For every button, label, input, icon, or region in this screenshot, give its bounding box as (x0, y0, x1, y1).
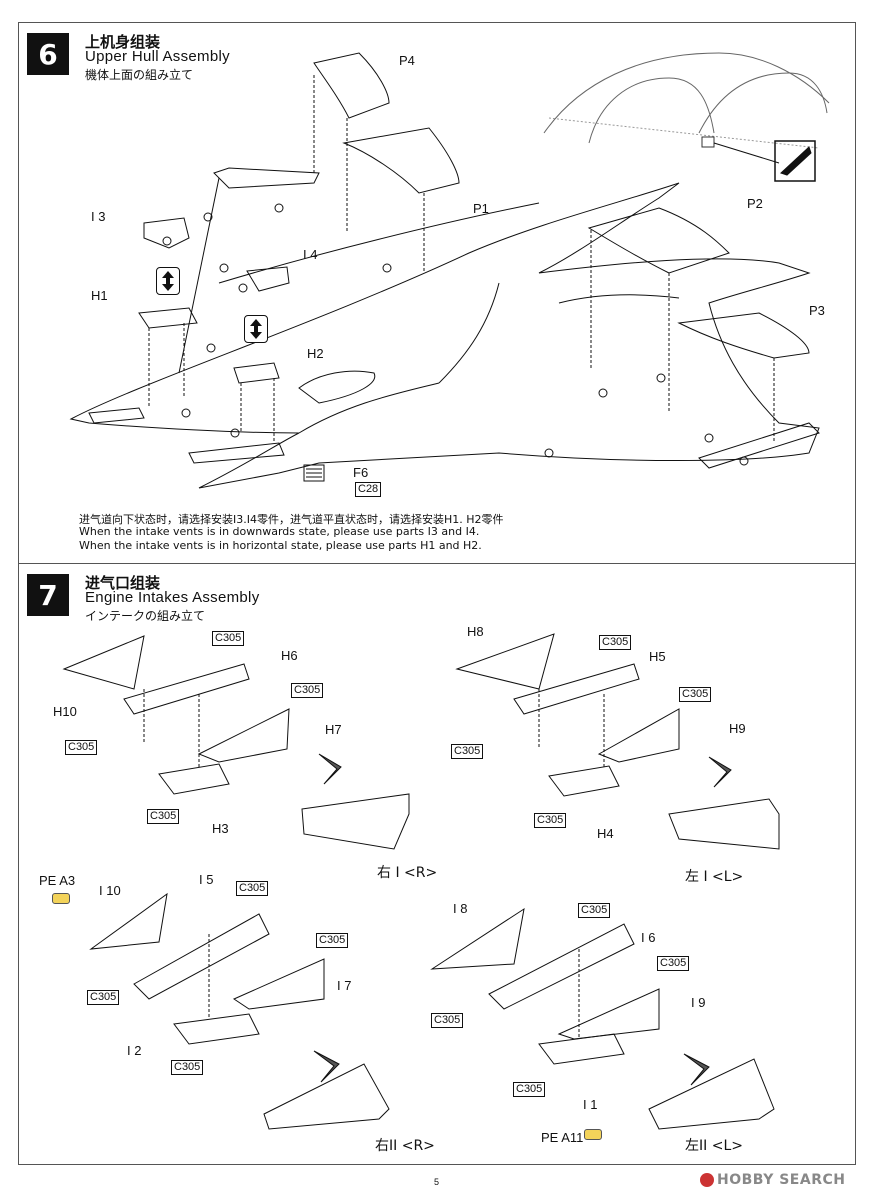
watermark-logo-icon (700, 1173, 714, 1187)
watermark: HOBBY SEARCH (700, 1172, 845, 1188)
part-label-i5: I 5 (199, 872, 214, 887)
glue-label-c305: C305 (236, 881, 269, 896)
part-label-i9: I 9 (691, 995, 706, 1010)
step-title-ja: インテークの組み立て (85, 609, 206, 623)
part-label-h6: H6 (281, 648, 298, 663)
part-label-i1: I 1 (583, 1097, 598, 1112)
part-label-h3: H3 (212, 821, 229, 836)
glue-label-c305: C305 (431, 1013, 464, 1028)
page-number: 5 (434, 1177, 440, 1187)
side-label-right-2: 右II <R> (375, 1138, 435, 1154)
up-down-arrow-icon (156, 267, 180, 295)
step-title-zh: 进气口组装 (85, 574, 161, 592)
part-label-p3: P3 (809, 303, 825, 318)
part-label-pe-a3: PE A3 (39, 873, 76, 888)
part-label-p4: P4 (399, 53, 415, 68)
glue-label-c305: C305 (599, 635, 632, 650)
engine-intakes-diagram (62, 633, 780, 1130)
photo-etch-part-a11 (584, 1129, 602, 1140)
side-label-right-1: 右 I <R> (377, 865, 438, 881)
assembly-note-en-1: When the intake vents is in downwards st… (79, 525, 480, 538)
part-label-i7: I 7 (337, 978, 352, 993)
glue-label-c305: C305 (212, 631, 245, 646)
step-title-en: Engine Intakes Assembly (85, 589, 260, 606)
watermark-text: HOBBY SEARCH (717, 1172, 846, 1188)
assembly-note-zh: 进气道向下状态时，请选择安装I3.I4零件，进气道平直状态时，请选择安装H1. … (79, 513, 504, 526)
part-label-p2: P2 (747, 196, 763, 211)
step-number: 6 (27, 33, 69, 75)
part-label-pe-a11: PE A11 (541, 1130, 584, 1145)
part-label-h4: H4 (597, 826, 614, 841)
part-label-p1: P1 (473, 201, 489, 216)
glue-label-c305: C305 (65, 740, 98, 755)
glue-label-c305: C305 (578, 903, 611, 918)
part-label-i3: I 3 (91, 209, 106, 224)
part-label-h5: H5 (649, 649, 666, 664)
part-label-i2: I 2 (127, 1043, 142, 1058)
glue-label-c305: C305 (679, 687, 712, 702)
part-label-h2: H2 (307, 346, 324, 361)
part-label-i4: I 4 (303, 247, 318, 262)
glue-label-c305: C305 (291, 683, 324, 698)
part-label-i8: I 8 (453, 901, 468, 916)
glue-label-c305: C305 (147, 809, 180, 824)
part-label-h9: H9 (729, 721, 746, 736)
part-label-i6: I 6 (641, 930, 656, 945)
glue-label-c305: C305 (87, 990, 120, 1005)
part-label-f6: F6 (353, 465, 369, 480)
glue-label-c305: C305 (513, 1082, 546, 1097)
step-title-en: Upper Hull Assembly (85, 48, 230, 65)
glue-label-c305: C305 (534, 813, 567, 828)
glue-label-c305: C305 (316, 933, 349, 948)
step-7-panel: 7 进气口组装 Engine Intakes Assembly インテークの組み… (18, 563, 856, 1165)
part-label-h7: H7 (325, 722, 342, 737)
step-6-panel: 6 上机身组装 Upper Hull Assembly 機体上面の組み立て (18, 22, 856, 564)
assembly-note-en-2: When the intake vents is in horizontal s… (79, 539, 482, 552)
glue-label-c305: C305 (171, 1060, 204, 1075)
step-title-zh: 上机身组装 (85, 33, 161, 51)
part-label-h10: H10 (53, 704, 77, 719)
upper-hull-diagram (69, 52, 830, 489)
up-down-arrow-icon (244, 315, 268, 343)
step-number: 7 (27, 574, 69, 616)
side-label-left-1: 左 I <L> (685, 869, 744, 885)
part-label-h8: H8 (467, 624, 484, 639)
glue-label-c28: C28 (355, 482, 382, 497)
step-title-ja: 機体上面の組み立て (85, 68, 194, 82)
glue-label-c305: C305 (451, 744, 484, 759)
part-label-i10: I 10 (99, 883, 121, 898)
glue-label-c305: C305 (657, 956, 690, 971)
photo-etch-part-a3 (52, 893, 70, 904)
side-label-left-2: 左II <L> (685, 1138, 743, 1154)
part-label-h1: H1 (91, 288, 108, 303)
